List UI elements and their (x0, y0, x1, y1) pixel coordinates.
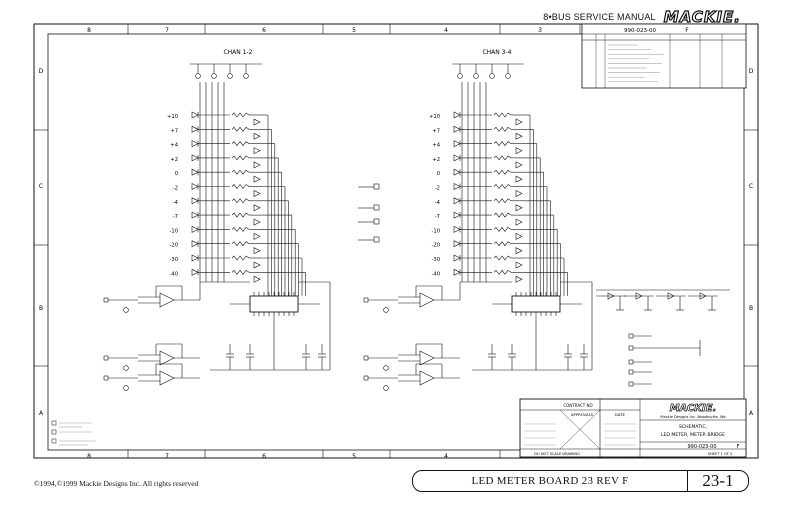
meter-scale-label: +10 (167, 114, 178, 120)
column-label: 6 (262, 453, 266, 460)
contract-label: CONTRACT NO (563, 403, 592, 408)
meter-scale-label: -7 (173, 214, 178, 220)
meter-scale-label: -30 (170, 257, 178, 263)
outer-frame (33, 23, 759, 459)
meter-scale-label: -4 (173, 200, 179, 206)
row-label: D (749, 68, 754, 75)
mackie-logo: MACKIE. (661, 7, 743, 27)
driver-ic-1 (249, 295, 299, 313)
column-label: 8 (87, 27, 91, 34)
column-label: 5 (352, 27, 356, 34)
title-rev: F (737, 444, 740, 450)
footer-box: LED METER BOARD 23 REV F 23-1 (412, 470, 749, 492)
chan-1-2-title: CHAN 1-2 (223, 49, 252, 56)
title-block: CONTRACT NO APPROVALS DATE MACKIE. Macki… (519, 398, 747, 458)
column-label: 5 (352, 453, 356, 460)
meter-scale-label: +2 (170, 157, 178, 163)
meter-scale-left: +10 +7 +4 +2 0 -2 -4 -7 -10 -20 -30 -40 (167, 114, 179, 277)
meter-scale-label: -40 (432, 271, 440, 277)
led-ladders (190, 63, 593, 371)
meter-scale-label: -20 (170, 243, 178, 249)
approvals-label: APPROVALS (571, 412, 594, 417)
sheet-number: SHEET 1 OF 2 (708, 452, 733, 456)
date-label: DATE (615, 412, 625, 417)
meter-scale-label: +4 (432, 143, 440, 149)
meter-scale-label: -30 (432, 257, 440, 263)
meter-scale-label: -40 (170, 271, 178, 277)
meter-scale-label: +10 (429, 114, 440, 120)
row-label: B (39, 305, 43, 312)
company-name: Mackie Designs Inc. Woodinville, Wa (660, 415, 725, 419)
row-label: A (749, 410, 754, 417)
column-label: 4 (444, 453, 448, 460)
manual-title: 8•BUS SERVICE MANUAL (543, 12, 656, 22)
title-doc-number: 990-023-00 (687, 444, 716, 450)
meter-scale-label: -10 (432, 228, 440, 234)
row-markers: D D C C B B A A (34, 68, 758, 417)
column-label: 8 (87, 453, 91, 460)
column-label: 3 (538, 27, 542, 34)
page-header: 8•BUS SERVICE MANUAL MACKIE. (543, 7, 743, 27)
column-label: 6 (262, 27, 266, 34)
meter-scale-label: -2 (173, 186, 178, 192)
meter-scale-label: +7 (432, 128, 440, 134)
revision-block: 990-023-00 F (581, 23, 747, 89)
schematic-label: SCHEMATIC, (679, 424, 708, 430)
column-label: 7 (165, 453, 169, 460)
rev-letter: F (685, 27, 689, 34)
inner-frame (47, 33, 745, 451)
column-label: 4 (444, 27, 448, 34)
meter-scale-label: -10 (170, 228, 178, 234)
meter-scale-label: -4 (435, 200, 441, 206)
meter-scale-label: 0 (437, 171, 440, 177)
input-stages (103, 183, 730, 391)
meter-scale-label: 0 (175, 171, 178, 177)
driver-ic-2 (511, 295, 561, 313)
row-label: C (39, 183, 43, 190)
meter-scale-label: +2 (432, 157, 440, 163)
schematic-name: LED METER, METER BRIDGE (661, 432, 725, 438)
title-block-logo: MACKIE. (670, 403, 717, 414)
meter-scale-label: +4 (170, 143, 178, 149)
notes-block (51, 420, 96, 446)
column-label: 7 (165, 27, 169, 34)
page-number: 23-1 (702, 471, 734, 490)
row-label: C (749, 183, 753, 190)
meter-scale-right: +10 +7 +4 +2 0 -2 -4 -7 -10 -20 -30 -40 (429, 114, 441, 277)
footer-divider (687, 471, 688, 491)
board-title: LED METER BOARD 23 REV F (471, 475, 629, 487)
row-label: A (39, 410, 44, 417)
meter-scale-label: -2 (435, 186, 440, 192)
rev-doc-number: 990-023-00 (624, 28, 656, 34)
row-label: D (39, 68, 44, 75)
chan-3-4-title: CHAN 3-4 (482, 49, 511, 56)
meter-scale-label: +7 (170, 128, 178, 134)
row-label: B (749, 305, 753, 312)
meter-scale-label: -7 (435, 214, 440, 220)
copyright-notice: ©1994,©1999 Mackie Designs Inc. All righ… (34, 479, 199, 488)
column-markers: 8877665544332211 (33, 24, 759, 460)
meter-scale-label: -20 (432, 243, 440, 249)
no-scale-note: DO NOT SCALE DRAWING (534, 452, 580, 456)
